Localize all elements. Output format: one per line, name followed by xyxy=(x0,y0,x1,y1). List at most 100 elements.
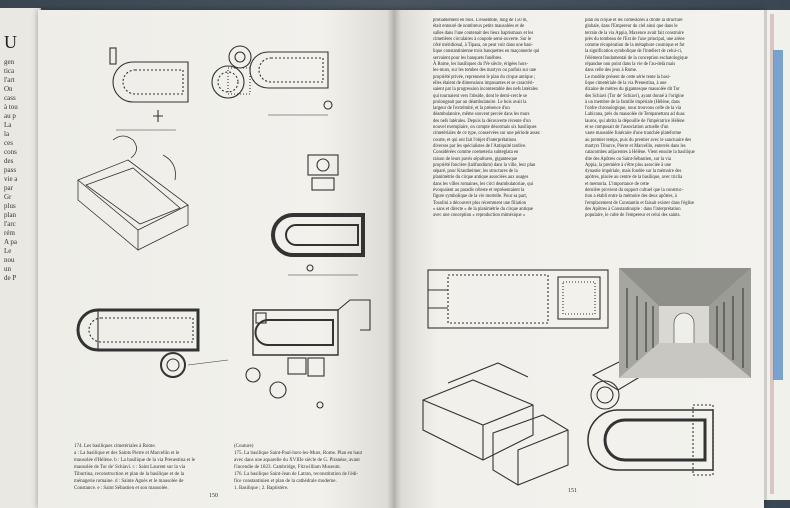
body-text-line: des Apôtres à Constantinople : dans l'in… xyxy=(585,206,681,212)
body-text-line: servaient pour les banquets funèbres. xyxy=(433,55,503,61)
body-text-line: nouvel exemplaire, on compte désormais s… xyxy=(433,125,537,131)
body-text-line: terrain de la via Appia, Maxence avait f… xyxy=(585,30,684,36)
body-text-line: évoquaient au paradis céleste et représe… xyxy=(433,188,525,194)
previous-page-line: plan xyxy=(4,211,17,219)
caption-line: a : La basilique et des Saints Pierre et… xyxy=(74,451,180,456)
body-text-line: catacombes adjacentes à Hélène. Vient en… xyxy=(585,150,695,156)
small-church-plan xyxy=(307,154,339,191)
architectural-drawings xyxy=(76,45,371,409)
open-book: 174. Les basiliques cimetériales à Rome.… xyxy=(38,10,764,508)
previous-page-line: plus xyxy=(4,202,16,210)
body-text-line: dans celle des jeux à Rome. xyxy=(585,68,638,74)
body-text-line: l'ordre chronologique, nous trouvons cel… xyxy=(585,106,682,112)
body-text-line: déambulatoire, même souvent percée dans … xyxy=(433,112,530,118)
caption-line: avec dans une aquarelle du XVIIIe siècle… xyxy=(234,458,360,463)
caption-line: 175. La basilique Saint-Paul-hors-les-Mu… xyxy=(234,451,363,456)
floor-plan-top xyxy=(427,269,609,329)
body-text-line: dernière provient du support cultuel que… xyxy=(585,188,684,194)
plan-with-rotunda xyxy=(587,359,714,476)
text-column-b: plan du cirque et les comestores à droit… xyxy=(585,18,709,263)
caption-line: Constance. e : Saint Sébastien et son ma… xyxy=(74,486,169,491)
body-text-line: à un membre de la famille impériale (Hél… xyxy=(585,99,680,105)
caption-line: mausolée de Tor de' Schiavi. c : Saint L… xyxy=(74,465,186,470)
basilica-plan-a xyxy=(109,47,245,131)
body-text-line: et se composait de l'association actuell… xyxy=(585,125,669,131)
body-text-line: largeur de l'extrémité, et la présence d… xyxy=(433,106,510,112)
body-text-line: lique constantinienne trois banquettes e… xyxy=(433,49,540,55)
body-text-line: prolongeait par un déambulatoire. Le boi… xyxy=(433,99,527,105)
drop-cap: U xyxy=(4,32,17,52)
right-page: probablement en bois. L'ensemble, long d… xyxy=(393,10,764,508)
body-text-line: lauros, qui abrita la dépouille de l'imp… xyxy=(585,118,685,124)
basilica-plan-b xyxy=(227,45,333,116)
body-text-line: l'élément fondamental de la conception e… xyxy=(585,55,688,61)
previous-page-line: La xyxy=(4,121,12,129)
body-text-line: globale, dans l'Empereur du ciel ainsi q… xyxy=(585,24,678,30)
body-text-line: tion a établi entre la mémoire des deux … xyxy=(585,194,677,200)
body-text-line: séparé, pour Krautheimer, les structures… xyxy=(433,169,518,175)
body-text-line: figure symbolique de la vie mortelle. Po… xyxy=(433,194,527,200)
previous-page-line: A pa xyxy=(4,238,18,246)
body-text-line: comme récupération de la métaphore cosmi… xyxy=(585,43,685,49)
body-text-line: dizaine de mètres du gigantesque mausolé… xyxy=(585,87,680,93)
body-text-line: au premier temps, puis du premier avec l… xyxy=(585,137,692,143)
previous-page-line: tica xyxy=(4,67,15,75)
caption-line: 176. La basilique Saint-Jean de Latran, … xyxy=(234,472,359,477)
perspective-sketch xyxy=(77,135,189,251)
body-text-line: diverses par les spécialistes de l'Antiq… xyxy=(433,143,527,149)
page-number-left: 150 xyxy=(209,493,218,499)
body-text-line: des nefs latérales. Depuis la découverte… xyxy=(433,118,531,124)
text-column-a: probablement en bois. L'ensemble, long d… xyxy=(433,18,557,263)
previous-page-line: pass xyxy=(4,166,17,174)
colored-tab xyxy=(773,50,783,380)
body-text-line: populaire, le culte de l'empereur et cel… xyxy=(585,213,681,219)
photo-engraving xyxy=(619,268,751,378)
previous-page-line: la xyxy=(4,130,10,138)
basilica-interior-photo xyxy=(619,268,751,378)
body-text-line: Appia, la première à s'être plus associé… xyxy=(585,162,672,168)
body-text-line: cimetériales de ce type, conservées sur … xyxy=(433,131,540,137)
complex-plan xyxy=(245,299,371,409)
page-number-right: 151 xyxy=(568,488,577,494)
body-text-line: dans les villes romaines, les circi deam… xyxy=(433,181,534,187)
left-page: 174. Les basiliques cimetériales à Rome.… xyxy=(38,10,393,508)
body-text-line: propriété foncière (latifundium) dans la… xyxy=(433,162,536,168)
body-text-line: probablement en bois. L'ensemble, long d… xyxy=(433,18,528,23)
body-text-line: était entouré de nombreux petits mausolé… xyxy=(433,24,525,30)
caption-line: ménagerie romaine. d : Sainte Agnès et l… xyxy=(74,479,184,484)
previous-page-line: à tou xyxy=(4,103,18,111)
caption-line: (Couture) xyxy=(234,444,254,449)
body-text-line: martyrs Tiburce, Pierre et Marcellin, en… xyxy=(585,143,686,149)
previous-page-line: l'arc xyxy=(4,220,16,228)
body-text-line: apôtres, placée au centre de la basiliqu… xyxy=(585,175,683,181)
previous-page-line: l'art xyxy=(4,76,15,84)
book-gutter xyxy=(387,10,401,508)
body-text-line: plan du cirque et les comestores à droit… xyxy=(585,18,683,23)
previous-page-line: rém xyxy=(4,229,15,237)
caption-line: Tiburtina, reconstruction et plan de la … xyxy=(74,472,185,477)
previous-page-line: cass xyxy=(4,94,16,102)
caption-line: 1. Basilique ; 2. Baptistère. xyxy=(234,486,289,491)
axonometric-drawing xyxy=(422,362,569,486)
body-text-line: propriété privée, reprennent le plan du … xyxy=(433,74,536,80)
body-text-line: Considérées comme coemeteria subteglata … xyxy=(433,150,519,156)
body-text-line: courte, et qui ont fait l'objet d'interp… xyxy=(433,137,517,143)
stacked-page-edges xyxy=(764,10,790,500)
previous-page-line: un xyxy=(4,265,11,273)
previous-page-line: nou xyxy=(4,256,15,264)
page-edge-stripe xyxy=(770,14,774,494)
previous-page-line: de P xyxy=(4,274,17,282)
previous-page-line: gen xyxy=(4,58,15,66)
basilica-plan-c xyxy=(76,308,229,378)
previous-page-line: Gr xyxy=(4,193,12,201)
caption-line: mausolée d'Hélène. b : La basilique de l… xyxy=(74,458,196,463)
circus-plan-large xyxy=(271,213,365,276)
previous-page-line: au p xyxy=(4,112,16,120)
body-text-line: les-murs, sur les tombes des martyrs ou … xyxy=(433,68,537,74)
body-text-line: près du tombeau de l'Est de l'axe princi… xyxy=(585,36,685,42)
previous-page-line: On xyxy=(4,85,13,93)
previous-page-line: des xyxy=(4,157,14,165)
body-text-line: À Rome, les basiliques du IVe siècle, ér… xyxy=(433,62,529,68)
body-text-line: dite des Apôtres ou Saint-Sébastien, sur… xyxy=(585,156,671,162)
